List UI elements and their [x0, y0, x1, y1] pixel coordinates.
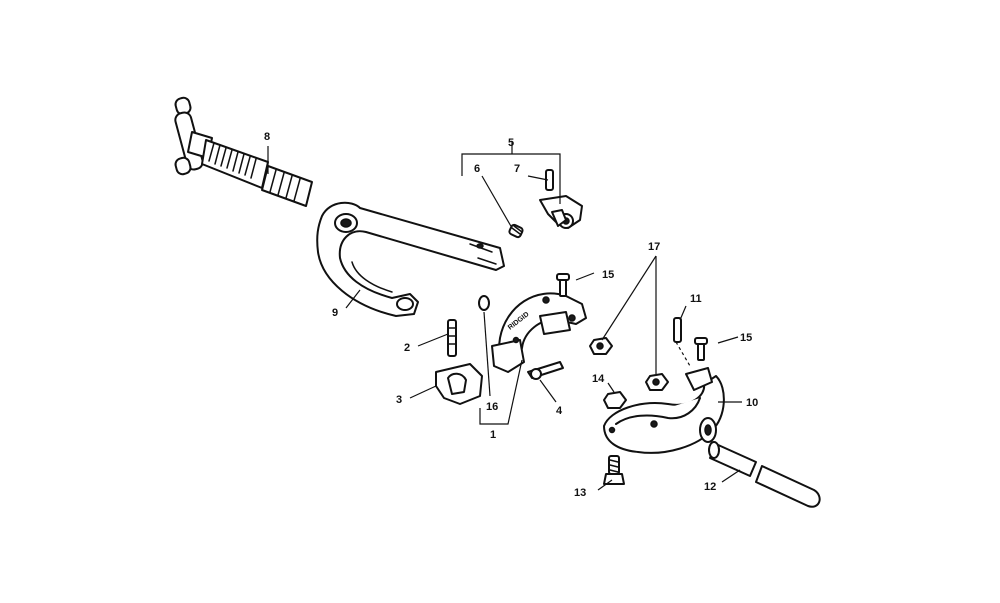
callout-11: 11 [690, 293, 702, 305]
part-8-feed-screw [174, 96, 313, 207]
part-13-screw [603, 455, 625, 485]
callout-5: 5 [508, 137, 514, 149]
part-4-spring [527, 361, 564, 380]
part-1-cutter-head: RIDGID [491, 292, 587, 373]
leader-lines [267, 142, 742, 491]
part-17-nut-lower [645, 373, 669, 391]
callout-7: 7 [514, 163, 520, 175]
part-9-frame [316, 201, 505, 317]
part-10-lower-frame [603, 367, 725, 454]
callout-15-lower: 15 [740, 332, 752, 344]
part-5-roller-assembly [508, 169, 583, 239]
callout-14: 14 [592, 373, 605, 385]
callout-3: 3 [396, 394, 402, 406]
callout-10: 10 [746, 397, 758, 409]
callout-17: 17 [648, 241, 660, 253]
part-17-nut-upper [589, 337, 613, 355]
callout-4: 4 [556, 405, 563, 417]
part-14-nut [603, 391, 627, 409]
part-11-pin [673, 317, 682, 343]
callout-13: 13 [574, 487, 586, 499]
part-15-screw-upper [556, 273, 570, 297]
callout-16: 16 [486, 401, 498, 413]
callout-1: 1 [490, 429, 496, 441]
part-2-pin [447, 319, 457, 357]
part-12-handle [708, 441, 821, 508]
callout-12: 12 [704, 481, 716, 493]
callout-8: 8 [264, 131, 270, 143]
callout-2: 2 [404, 342, 410, 354]
part-15-screw-lower [694, 337, 708, 361]
part-3-clamp-block [435, 363, 483, 405]
callout-9: 9 [332, 307, 338, 319]
callout-15-upper: 15 [602, 269, 614, 281]
callout-6: 6 [474, 163, 480, 175]
part-16-pin [478, 295, 490, 311]
callout-numbers: 8 9 5 6 7 2 3 16 1 4 15 17 11 15 14 10 1… [264, 131, 758, 499]
